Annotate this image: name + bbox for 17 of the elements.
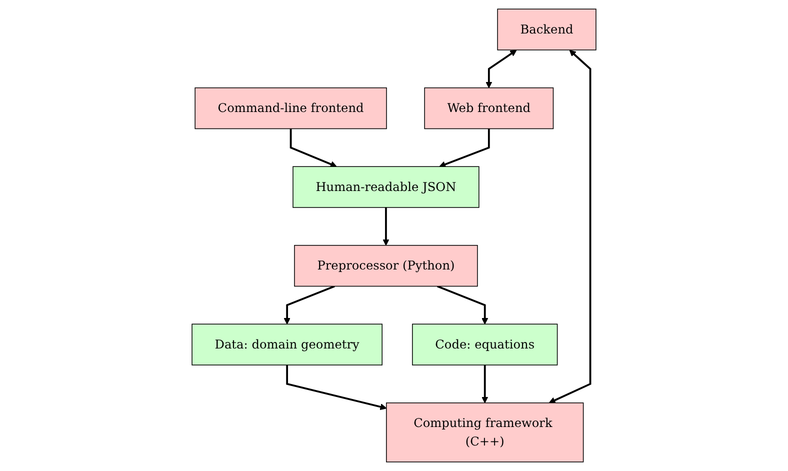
arrow (482, 365, 488, 404)
node-box: Data: domain geometry (192, 324, 382, 366)
node-box: Computing framework (C++) (386, 402, 584, 462)
node-box: Web frontend (424, 87, 554, 130)
arrow (486, 50, 517, 88)
arrow (286, 365, 387, 410)
arrow (382, 207, 390, 246)
node-box: Backend (497, 8, 596, 50)
node-box: Preprocessor (Python) (294, 244, 478, 287)
arrow (548, 50, 592, 404)
node-box: Code: equations (412, 324, 558, 366)
arrow (290, 128, 337, 168)
node-box: Human-readable JSON (292, 166, 480, 208)
node-box: Command-line frontend (194, 87, 387, 130)
arrow (439, 128, 490, 168)
arrow (284, 285, 335, 324)
arrow (436, 285, 488, 324)
